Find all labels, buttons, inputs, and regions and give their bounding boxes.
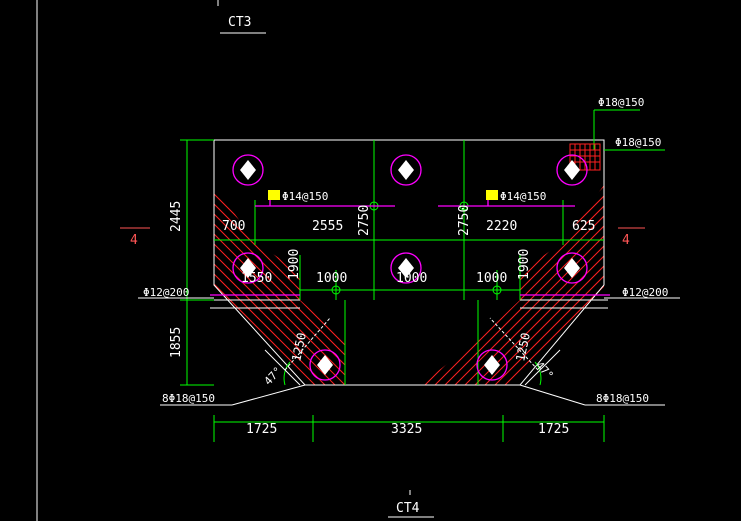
dim-1000-left: 1000 bbox=[316, 271, 347, 286]
pile-1 bbox=[232, 154, 264, 186]
dim-2750-left: 2750 bbox=[357, 205, 372, 236]
rebar-label-top-corner: Φ18@150 bbox=[598, 96, 644, 109]
rebar-label-right-corner: Φ18@150 bbox=[615, 136, 661, 149]
dim-left-height-bottom: 1855 bbox=[169, 327, 184, 358]
dim-1250-left: 1250 bbox=[289, 331, 309, 362]
dim-bottom-left: 1725 bbox=[246, 422, 277, 437]
diag-measure-left bbox=[284, 317, 331, 371]
dim-625: 625 bbox=[572, 219, 595, 234]
angle-arc-right bbox=[534, 361, 542, 386]
angle-ray-right bbox=[524, 349, 561, 386]
dim-2750-right: 2750 bbox=[457, 205, 472, 236]
pile-3 bbox=[556, 154, 588, 186]
dim-bottom-right: 1725 bbox=[538, 422, 569, 437]
diag-measure-right bbox=[489, 317, 539, 371]
dim-left-height-top: 2445 bbox=[169, 201, 184, 232]
section-marker-right: 4 bbox=[622, 233, 630, 248]
dim-700: 700 bbox=[222, 219, 245, 234]
dim-1250-right: 1250 bbox=[513, 331, 533, 362]
pile-2 bbox=[390, 154, 422, 186]
green-guide-lines bbox=[180, 109, 665, 442]
dim-1000-mid: 1000 bbox=[396, 271, 427, 286]
angle-arc-left bbox=[283, 361, 291, 386]
pile-6 bbox=[556, 252, 588, 284]
base-line-left bbox=[231, 384, 306, 406]
rebar-label-inner-right: Φ14@150 bbox=[500, 190, 546, 203]
pile-8 bbox=[476, 349, 508, 381]
dim-1900-left: 1900 bbox=[287, 249, 302, 280]
title-ct3: CT3 bbox=[228, 15, 251, 30]
rebar-label-mid-right: Φ12@200 bbox=[622, 286, 668, 299]
dim-1900-right: 1900 bbox=[517, 249, 532, 280]
pile-group bbox=[232, 154, 588, 381]
dim-1550: 1550 bbox=[241, 271, 272, 286]
section-marker-left: 4 bbox=[130, 233, 138, 248]
dim-1000-right: 1000 bbox=[476, 271, 507, 286]
rebar-label-inner-left: Φ14@150 bbox=[282, 190, 328, 203]
rebar-label-bottom-left: 8Φ18@150 bbox=[162, 392, 215, 405]
angle-label-right: 47° bbox=[533, 359, 556, 382]
dim-2220: 2220 bbox=[486, 219, 517, 234]
rebar-label-bottom-right: 8Φ18@150 bbox=[596, 392, 649, 405]
angle-ray-left bbox=[264, 349, 301, 386]
dim-bottom-middle: 3325 bbox=[391, 422, 422, 437]
pile-5 bbox=[390, 252, 422, 284]
title-ct4: CT4 bbox=[396, 501, 420, 516]
angle-label-left: 47° bbox=[262, 364, 285, 387]
rebar-tag-inner-right bbox=[486, 190, 498, 200]
rebar-tag-inner-left bbox=[268, 190, 280, 200]
pile-7 bbox=[309, 349, 341, 381]
rebar-label-mid-left: Φ12@200 bbox=[143, 286, 189, 299]
pile-4 bbox=[232, 252, 264, 284]
base-line-right bbox=[519, 384, 586, 406]
dim-2555: 2555 bbox=[312, 219, 343, 234]
